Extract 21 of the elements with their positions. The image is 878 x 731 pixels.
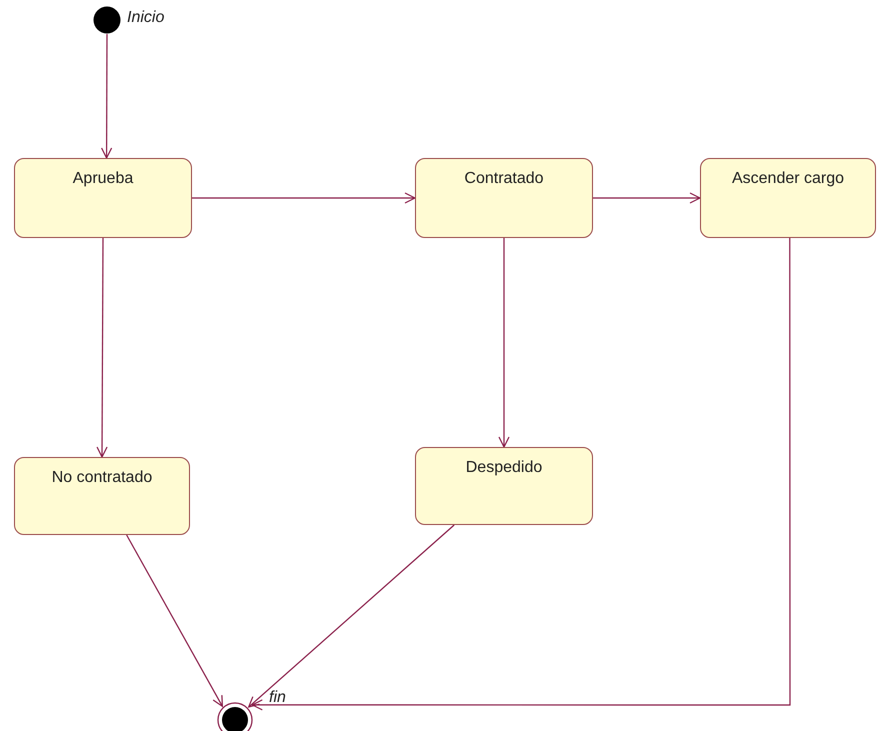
state-box xyxy=(415,158,593,238)
state-box xyxy=(14,158,192,238)
state-box xyxy=(415,447,593,525)
state-label: fin xyxy=(269,689,286,707)
initial-state-dot xyxy=(93,6,121,34)
state-name: Aprueba xyxy=(72,169,134,189)
transition-arrow xyxy=(96,238,108,458)
state-name: Ascender cargo xyxy=(732,169,844,189)
transition-arrow xyxy=(248,524,455,708)
transition-arrow xyxy=(252,238,791,710)
state-name: Despedido xyxy=(466,458,542,478)
transition-arrow xyxy=(498,238,510,448)
transition-arrow xyxy=(101,34,112,159)
state-name: No contratado xyxy=(52,468,152,488)
transition-arrow xyxy=(126,534,223,707)
state-box xyxy=(700,158,876,238)
state-label: Inicio xyxy=(127,9,164,27)
state-box xyxy=(14,457,190,535)
state-name: Contratado xyxy=(464,169,544,189)
transition-arrow xyxy=(192,192,416,204)
transition-arrow xyxy=(593,192,701,204)
